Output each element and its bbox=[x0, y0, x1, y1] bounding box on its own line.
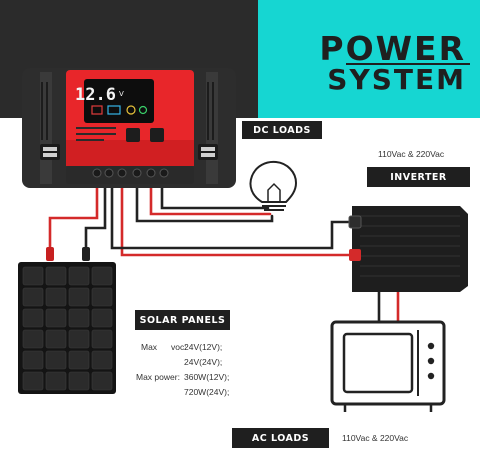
title-power: POWER bbox=[319, 29, 466, 68]
spec-power-12v: 360W(12V); bbox=[184, 372, 230, 382]
spec-voc-24v: 24V(24V); bbox=[184, 357, 223, 367]
inverter-terminal-red bbox=[349, 249, 361, 261]
bulb-icon bbox=[249, 160, 298, 211]
spec-power-24v: 720W(24V); bbox=[184, 387, 230, 397]
controller-button-menu bbox=[126, 128, 140, 142]
inverter-voltage-note: 110Vac & 220Vac bbox=[378, 149, 445, 159]
panel-connector-red bbox=[46, 247, 54, 261]
wire-panel-red bbox=[48, 180, 99, 252]
usb-ports-left bbox=[40, 144, 60, 160]
inverter-terminal-black bbox=[348, 215, 362, 229]
spec-voc-label: voc: bbox=[171, 342, 187, 352]
controller-terminals bbox=[92, 168, 169, 178]
header-teal-band bbox=[258, 0, 480, 118]
wire-bulb-neg2 bbox=[160, 180, 270, 210]
usb-ports-right bbox=[198, 144, 218, 160]
ac-loads-voltage-note: 110Vac & 220Vac bbox=[342, 433, 409, 443]
display-unit-text: V bbox=[119, 90, 124, 98]
dc-loads-label: DC LOADS bbox=[242, 121, 322, 139]
spec-power-label: Max power: bbox=[136, 372, 180, 382]
solar-charge-controller: 12.6 V bbox=[22, 68, 236, 188]
wire-inverter-red bbox=[120, 180, 357, 257]
solar-panels-label: SOLAR PANELS bbox=[135, 310, 230, 330]
title-system: SYSTEM bbox=[327, 63, 466, 96]
wire-panel-black bbox=[84, 180, 107, 252]
spec-max-label: Max bbox=[141, 342, 158, 352]
title-divider bbox=[346, 63, 470, 65]
panel-connector-black bbox=[82, 247, 90, 261]
wire-inverter-black bbox=[110, 180, 357, 250]
controller-button-set bbox=[150, 128, 164, 142]
spec-voc-12v: 24V(12V); bbox=[184, 342, 223, 352]
inverter-device bbox=[348, 206, 468, 292]
solar-panel bbox=[18, 262, 116, 394]
inverter-label: INVERTER bbox=[367, 167, 470, 187]
ac-loads-label: AC LOADS bbox=[232, 428, 329, 448]
wire-bulb-pos bbox=[149, 180, 272, 216]
display-value-text: 12.6 bbox=[75, 85, 116, 105]
microwave-icon bbox=[330, 320, 446, 412]
wire-bulb-neg bbox=[135, 180, 274, 223]
